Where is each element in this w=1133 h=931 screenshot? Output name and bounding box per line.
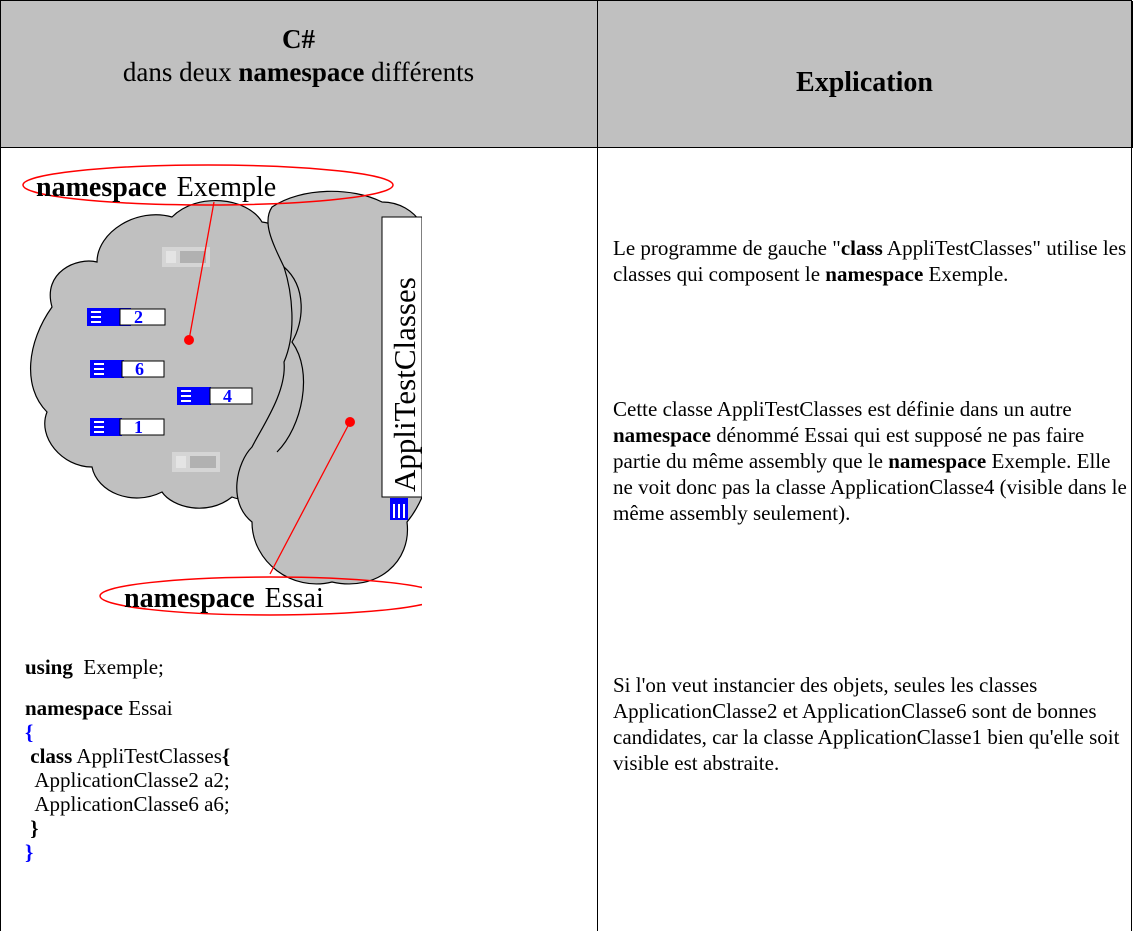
- code-line-open-brace: {: [25, 720, 34, 744]
- header-left-title: C#: [282, 24, 315, 54]
- header-right-title: Explication: [796, 67, 933, 98]
- code-line-class: class AppliTestClasses{: [30, 744, 231, 768]
- class-number: 1: [134, 417, 143, 437]
- essai-dot: [345, 417, 355, 427]
- essai-pointer: [269, 421, 351, 575]
- appli-class-label: AppliTestClasses: [387, 277, 422, 492]
- appli-class-box: [381, 216, 422, 498]
- header-cell-right: [598, 1, 1133, 148]
- code-line-namespace: namespace Essai: [25, 696, 173, 720]
- exemple-dot: [184, 335, 194, 345]
- appli-class-icon: [390, 498, 408, 520]
- explanation-paragraph-2: Cette classe AppliTestClasses est défini…: [613, 397, 1127, 525]
- header-cell-left: [1, 1, 598, 148]
- namespace-diagram: 2 6 4 1 AppliTestClasses: [22, 164, 422, 616]
- column-divider: [597, 147, 598, 931]
- class-icon-6: 6: [90, 359, 165, 379]
- code-line-class-close: }: [30, 816, 39, 840]
- code-line-field: ApplicationClasse2 a2;: [34, 768, 230, 792]
- class-number: 2: [134, 307, 143, 327]
- class-icon-2: 2: [87, 307, 166, 327]
- code-line-field: ApplicationClasse6 a6;: [34, 792, 230, 816]
- code-block: using Exemple; namespace Essai { class A…: [25, 655, 230, 864]
- hidden-class-icon: [162, 247, 210, 267]
- header-left-subtitle: dans deux namespace différents: [122, 57, 475, 87]
- exemple-pointer: [188, 201, 215, 341]
- right-border: [1131, 0, 1132, 931]
- class-number: 4: [223, 386, 232, 406]
- exemple-ellipse: [22, 164, 394, 206]
- class-number: 6: [135, 359, 144, 379]
- class-icon-1: 1: [90, 417, 165, 437]
- hidden-class-icon: [172, 452, 220, 472]
- row-divider: [0, 147, 1132, 148]
- code-line-using: using Exemple;: [25, 655, 164, 679]
- explanation-paragraph-3: Si l'on veut instancier des objets, seul…: [613, 673, 1120, 775]
- explanation-paragraph-1: Le programme de gauche "class AppliTestC…: [613, 236, 1127, 286]
- essai-cloud: [236, 190, 422, 585]
- code-line-close-brace: }: [25, 840, 34, 864]
- class-icon-4: 4: [177, 386, 253, 406]
- essai-ellipse: [99, 576, 422, 616]
